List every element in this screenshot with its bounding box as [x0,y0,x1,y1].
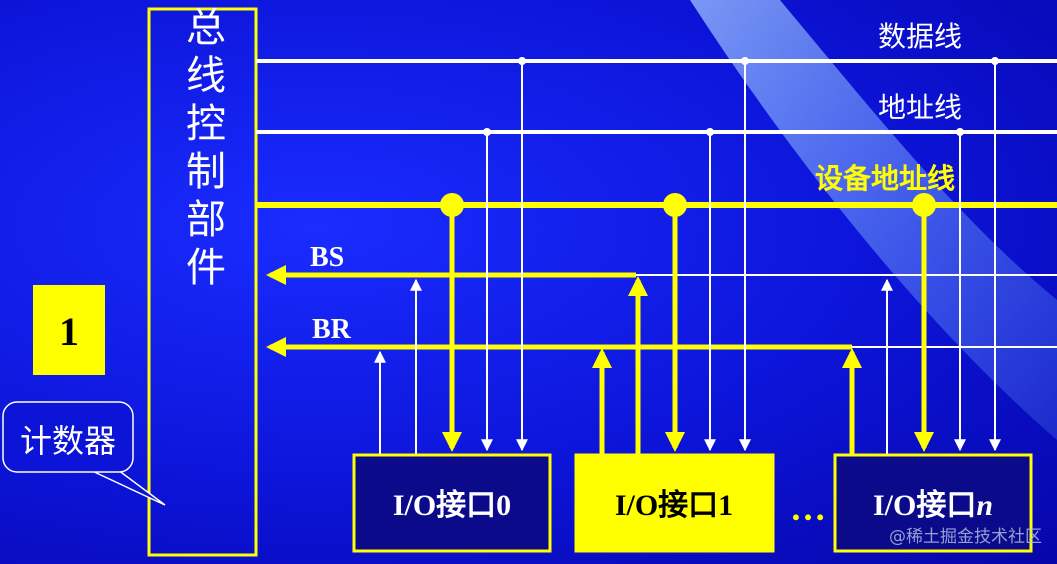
ifn-device-addr-node [912,193,936,217]
if1-addr-node [706,128,714,136]
br-label: BR [312,314,352,345]
ifn-data-node [991,57,999,65]
if0-data-node [518,57,526,65]
counter-callout-pointer [89,469,166,506]
if1-device-addr-node [663,193,687,217]
device-address-line-label: 设备地址线 [815,162,955,195]
bus-controller-box [147,7,258,557]
io-interface-1-label: I/O接口1 [615,489,733,522]
background-light-beam [690,0,1057,440]
io-interface-n-label: I/O接口n [873,489,993,522]
counter-callout-label: 计数器 [20,422,116,460]
if0-addr-node [483,128,491,136]
io-interface-n-box [833,453,1033,553]
data-line-label: 数据线 [878,20,962,53]
if1-data-node [741,57,749,65]
io-interface-1-box [574,453,775,553]
counter-value: 1 [59,309,79,354]
ifn-addr-node [956,128,964,136]
io-interface-0-box [352,453,552,553]
counter-callout-box [2,401,134,473]
io-interface-0-label: I/O接口0 [393,489,511,522]
bus-controller-label: 总线控制部件 [179,6,225,294]
watermark: @稀土掘金技术社区 [889,527,1042,547]
if0-device-addr-node [440,193,464,217]
bs-label: BS [310,242,344,273]
counter-box [33,285,105,375]
address-line-label: 地址线 [878,91,962,124]
interfaces-ellipsis: … [790,488,826,528]
